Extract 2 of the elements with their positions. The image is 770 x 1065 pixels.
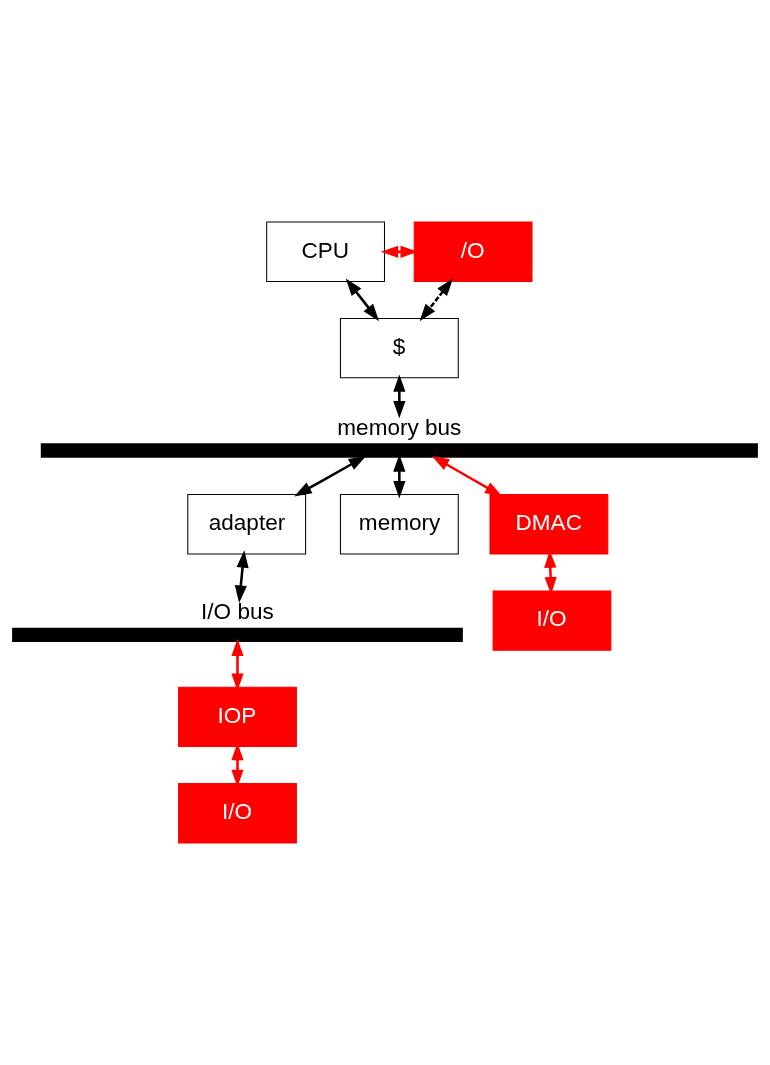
node-label: I/O bus <box>201 599 274 625</box>
node-label: memory bus <box>337 414 462 440</box>
